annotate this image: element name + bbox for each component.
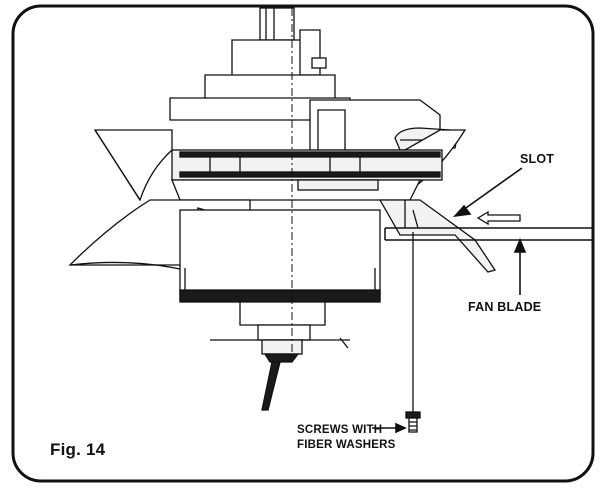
slot-pointer [452,167,523,218]
figure-frame [11,4,595,483]
fan-blade-pointer [513,237,527,295]
slot-callout: SLOT [520,152,555,166]
fan-blade [384,227,593,241]
fan-blade-callout: FAN BLADE [468,300,542,314]
fan-motor-housing [68,7,467,411]
screws-callout-line2: FIBER WASHERS [297,439,396,451]
screws-pointer [372,422,407,434]
screws-callout: SCREWS WITH FIBER WASHERS [297,423,395,453]
insert-direction-arrow [476,210,521,226]
screws-callout-line1: SCREWS WITH [297,424,383,436]
figure-label: Fig. 14 [50,440,106,459]
screw-assembly [405,232,421,433]
blade-iron [378,199,497,273]
